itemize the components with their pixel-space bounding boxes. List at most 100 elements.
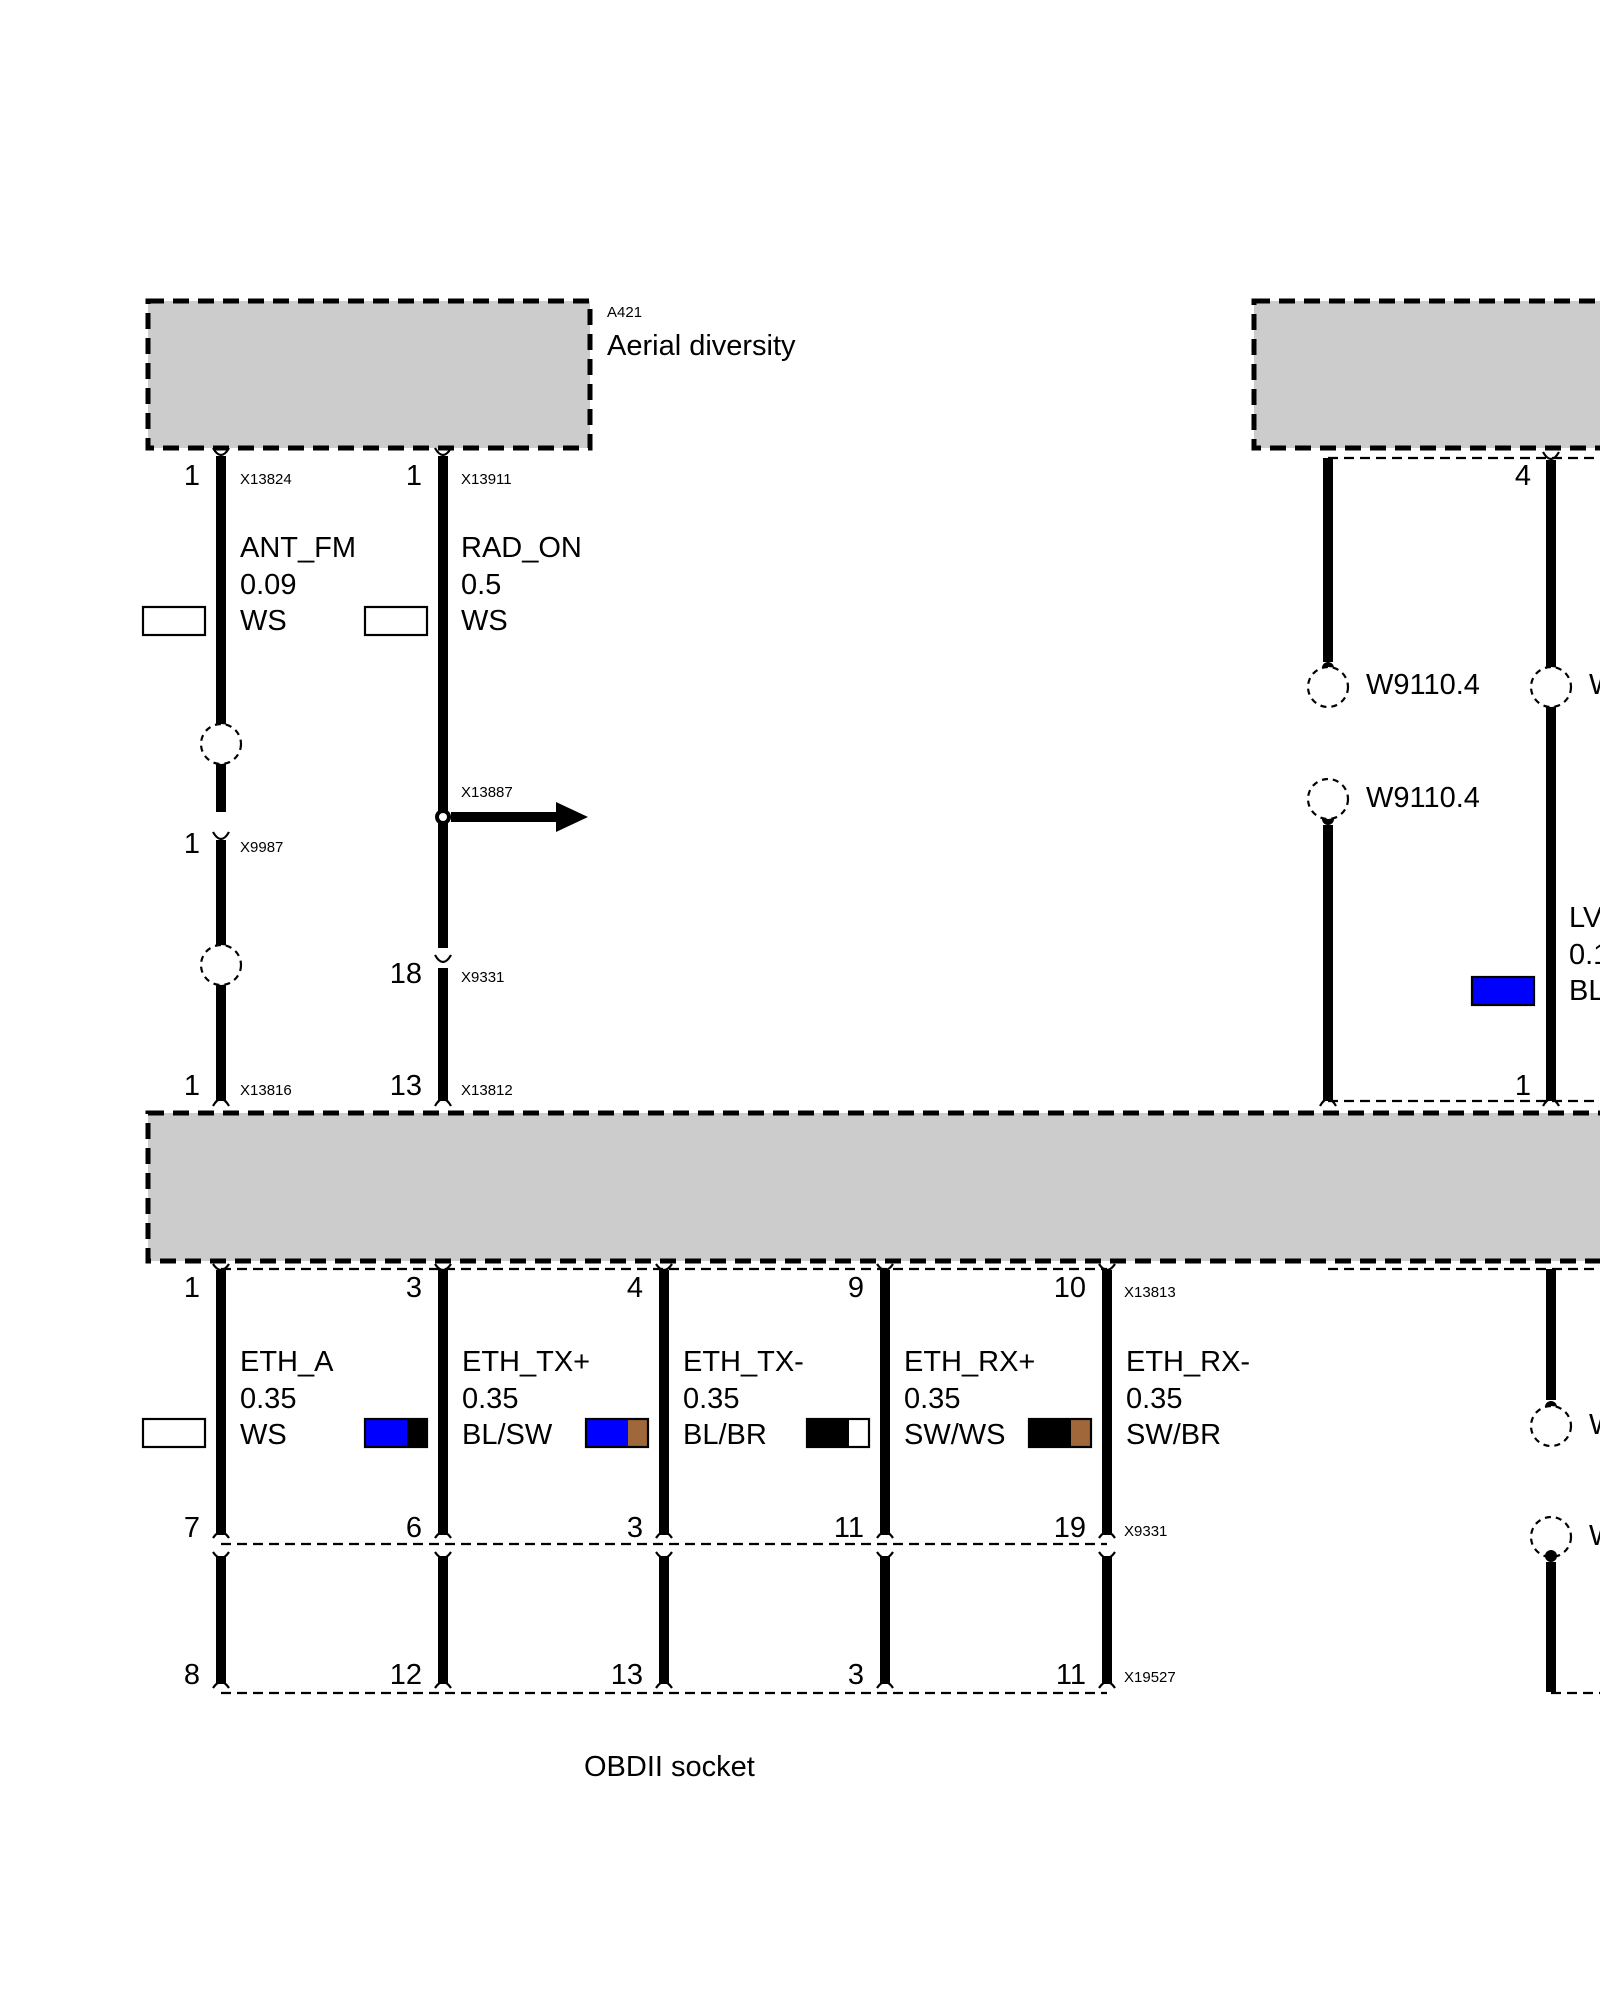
wire-color-label: SW/BR [1126,1419,1221,1451]
wire-color-label: WS [240,605,287,637]
splice-label: W [1589,669,1600,701]
wire-color-swatch [363,605,429,637]
central-control-unit-box[interactable] [145,1110,1600,1264]
pin-number: 4 [627,1272,643,1304]
wire-color-swatch [1470,975,1536,1007]
wire-signal-label: ETH_TX+ [462,1346,590,1378]
wire-color-label: WS [240,1419,287,1451]
pin-number: 1 [406,460,422,492]
pin-number: 1 [184,828,200,860]
pin-number: 1 [184,460,200,492]
pin-number: 8 [184,1659,200,1691]
pin-number: 11 [1056,1659,1086,1691]
splice-label: W [1589,1520,1600,1552]
right-component-box[interactable] [1251,298,1600,451]
wire-signal-label: ANT_FM [240,532,356,564]
shield-break-icon [199,943,243,987]
wire-signal-label: LV [1569,902,1600,934]
a421-name-label: Aerial diversity [607,330,796,362]
wire-gauge-label: 0.5 [461,569,501,601]
right-side-wiring[interactable] [1306,451,1600,1695]
pin-number: 3 [406,1272,422,1304]
pin-number: 12 [390,1659,422,1691]
splice-circle-icon [1529,1515,1573,1559]
splice-label: W [1589,1409,1600,1441]
wire-color-swatch [363,1417,429,1449]
connector-label: X13813 [1124,1284,1176,1301]
wire-color-swatch [141,605,207,637]
a421-id-label: A421 [607,304,642,321]
wire-gauge-label: 0.35 [1126,1383,1182,1415]
connector-label: X9331 [1124,1523,1167,1540]
wire-color-swatch-stripe [407,1419,427,1447]
connector-label: X19527 [1124,1669,1176,1686]
wire-ant-fm[interactable] [141,447,243,1107]
pin-number: 9 [848,1272,864,1304]
pin-number: 3 [848,1659,864,1691]
wire-gauge-label: 0.35 [462,1383,518,1415]
branch-connector-label: X13887 [461,784,513,801]
wire-color-swatch-main [1029,1419,1071,1447]
wire-color-label: BL [1569,975,1600,1007]
connector-label: X13824 [240,471,292,488]
splice-circle-icon [1306,777,1350,821]
pin-number: 1 [184,1272,200,1304]
aerial-diversity-box[interactable] [145,298,593,451]
wire-color-label: BL/BR [683,1419,767,1451]
wire-color-swatch [584,1417,650,1449]
pin-number: 11 [834,1512,864,1544]
ethernet-wire-group: ETH_A0.35WS178ETH_TX+0.35BL/SW3612ETH_TX… [141,1263,1250,1695]
pin-number: 18 [390,958,422,990]
pin-number: 7 [184,1512,200,1544]
wire-color-swatch-stripe [1071,1419,1091,1447]
wire-color-label: SW/WS [904,1419,1006,1451]
wire-color-swatch-main [365,1419,407,1447]
obd-socket-label: OBDII socket [584,1751,755,1783]
wire-color-swatch [1027,1417,1093,1449]
connector-label: X13816 [240,1082,292,1099]
connector-label: X13911 [461,471,512,488]
pin-number: 19 [1054,1512,1086,1544]
pin-number: 13 [390,1070,422,1102]
pin-number: 3 [627,1512,643,1544]
connector-label: X9331 [461,969,504,986]
wire-signal-label: ETH_RX- [1126,1346,1250,1378]
wire-gauge-label: 0.35 [240,1383,296,1415]
splice-label: W9110.4 [1366,782,1480,814]
wire-rad-on[interactable] [363,447,588,1107]
wire-signal-label: ETH_A [240,1346,334,1378]
wire-gauge-label: 0.35 [683,1383,739,1415]
pin-number: 1 [184,1070,200,1102]
wire-gauge-label: 0.09 [240,569,296,601]
wire-color-label: WS [461,605,508,637]
wire-color-swatch-main [807,1419,849,1447]
wire-signal-label: RAD_ON [461,532,582,564]
continuation-arrow-icon[interactable] [556,802,588,832]
pin-number: 6 [406,1512,422,1544]
wire-gauge-label: 0.1 [1569,939,1600,971]
splice-circle-icon [1529,665,1573,709]
pin-number: 4 [1515,460,1531,492]
splice-circle-icon [1529,1404,1573,1448]
wire-color-swatch [141,1417,207,1449]
splice-label: W9110.4 [1366,669,1480,701]
pin-number: 10 [1054,1272,1086,1304]
connector-label: X9987 [240,839,283,856]
wire-signal-label: ETH_TX- [683,1346,804,1378]
wire-gauge-label: 0.35 [904,1383,960,1415]
wire-color-label: BL/SW [462,1419,553,1451]
wire-color-swatch-stripe [628,1419,648,1447]
shield-break-icon [199,722,243,766]
splice-circle-icon [1306,665,1350,709]
pin-number: 1 [1515,1070,1531,1102]
connector-label: X13812 [461,1082,513,1099]
wire-color-swatch [805,1417,871,1449]
pin-number: 13 [611,1659,643,1691]
wire-color-swatch-main [586,1419,628,1447]
